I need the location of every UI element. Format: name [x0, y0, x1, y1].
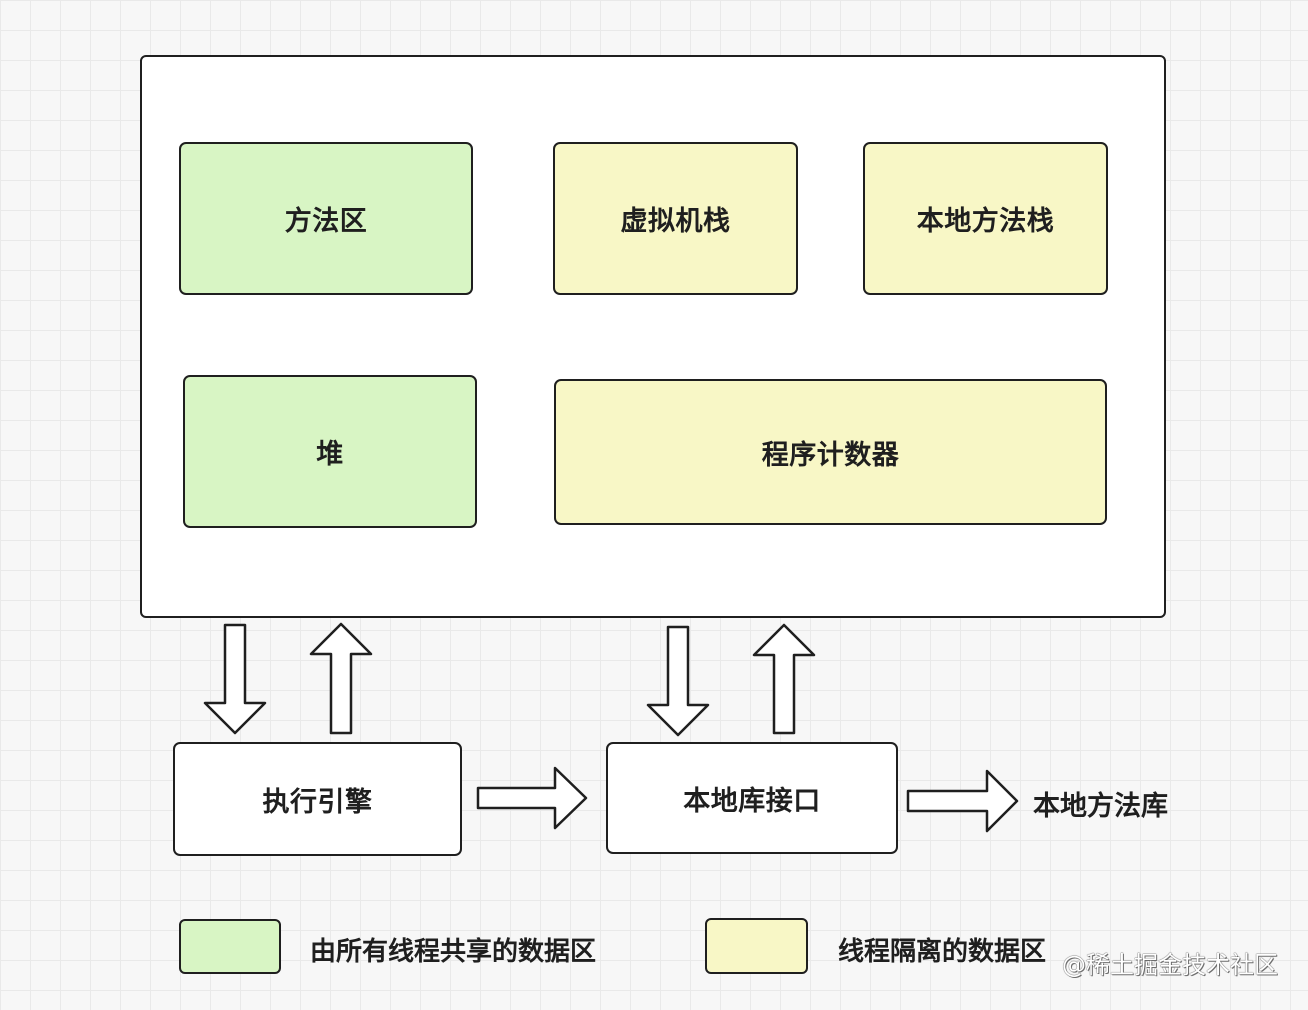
vm-stack-box: 虚拟机栈 — [553, 142, 798, 295]
up-arrow-from-engine — [309, 622, 373, 735]
program-counter-label: 程序计数器 — [761, 439, 900, 471]
execution-engine-box: 执行引擎 — [173, 742, 462, 856]
legend-shared-swatch — [179, 919, 281, 974]
watermark: @稀土掘金技术社区 — [1062, 951, 1278, 979]
heap-label: 堆 — [316, 439, 344, 470]
legend-shared-label: 由所有线程共享的数据区 — [310, 937, 597, 967]
native-method-stack-box: 本地方法栈 — [863, 142, 1108, 295]
right-arrow-interface-to-library — [906, 769, 1019, 833]
execution-engine-label: 执行引擎 — [262, 786, 373, 818]
method-area-label: 方法区 — [284, 206, 368, 237]
right-arrow-engine-to-interface — [476, 766, 588, 830]
legend-isolated-swatch — [705, 918, 808, 974]
heap-box: 堆 — [183, 375, 477, 528]
method-area-box: 方法区 — [179, 142, 473, 295]
vm-stack-label: 虚拟机栈 — [620, 206, 731, 237]
program-counter-box: 程序计数器 — [554, 379, 1107, 525]
down-arrow-to-engine — [203, 623, 267, 735]
native-interface-box: 本地库接口 — [606, 742, 898, 854]
down-arrow-to-interface — [646, 625, 710, 737]
legend-isolated-label: 线程隔离的数据区 — [838, 937, 1047, 967]
native-interface-label: 本地库接口 — [683, 785, 821, 817]
up-arrow-from-interface — [752, 623, 816, 735]
native-method-stack-label: 本地方法栈 — [916, 206, 1055, 237]
native-library-label: 本地方法库 — [1033, 791, 1168, 822]
